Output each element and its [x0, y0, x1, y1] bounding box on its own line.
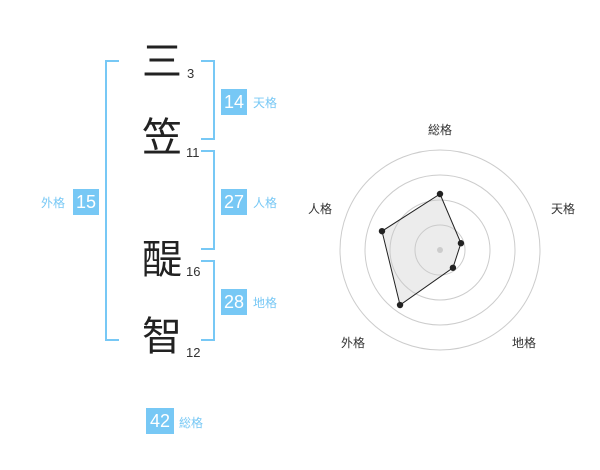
- radar-series-polygon: [381, 193, 462, 306]
- radar-grid-ring: [339, 149, 541, 351]
- name-char-4: 智: [142, 314, 182, 360]
- radar-center-dot: [437, 247, 443, 253]
- chikaku-label: 地格: [253, 296, 278, 310]
- name-char-1: 三: [142, 39, 182, 85]
- radar-point-4: [378, 227, 386, 235]
- soukaku-label: 総格: [179, 416, 204, 430]
- name-char-3: 醍: [142, 237, 182, 283]
- stroke-count-3: 16: [186, 264, 201, 279]
- tenkaku-label: 天格: [253, 96, 278, 110]
- radar-grid-ring: [364, 174, 516, 326]
- radar-axis-label-gaikaku: 外格: [341, 336, 366, 350]
- tenkaku-value-badge: 14: [221, 89, 247, 115]
- gaikaku-label: 外格: [41, 196, 66, 210]
- radar-axis-label-tenkaku: 天格: [551, 202, 576, 216]
- jinkaku-bracket: [201, 150, 215, 250]
- radar-point-3: [396, 301, 404, 309]
- radar-axis-label-chikaku: 地格: [512, 336, 537, 350]
- radar-point-1: [457, 240, 465, 247]
- radar-grid-ring: [414, 224, 466, 276]
- jinkaku-value-badge: 27: [221, 189, 247, 215]
- radar-axis-label-soukaku: 総格: [428, 123, 453, 137]
- chikaku-value-badge: 28: [221, 289, 247, 315]
- radar-point-0: [436, 190, 444, 198]
- gaikaku-value-badge: 15: [73, 189, 99, 215]
- radar-grid-ring: [389, 199, 491, 301]
- tenkaku-bracket: [201, 60, 215, 140]
- stroke-count-1: 3: [187, 66, 195, 81]
- radar-point-2: [449, 264, 457, 271]
- name-char-2: 笠: [142, 115, 182, 161]
- stroke-count-2: 11: [186, 145, 200, 160]
- jinkaku-label: 人格: [253, 196, 278, 210]
- gaikaku-bracket: [105, 60, 119, 341]
- stroke-count-4: 12: [186, 345, 201, 360]
- radar-axis-label-jinkaku: 人格: [308, 202, 333, 216]
- soukaku-value-badge: 42: [146, 408, 174, 434]
- chikaku-bracket: [201, 260, 215, 341]
